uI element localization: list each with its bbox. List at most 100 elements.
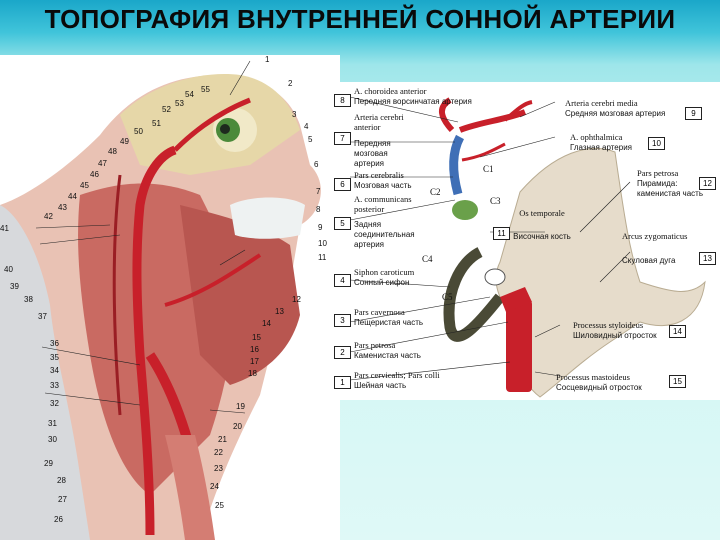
figure-number: 12 [292,295,301,304]
label-russian: Мозговая часть [354,181,412,190]
label-russian: Шиловидный отросток [573,331,657,340]
label-russian: Височная кость [513,232,571,241]
figure-number: 52 [162,105,171,114]
label-latin: Pars cerebralis [354,170,404,180]
figure-number: 36 [50,339,59,348]
label-latin: A. communicans posterior [354,194,412,214]
label-number-box: 8 [334,94,351,107]
figure-number: 17 [250,357,259,366]
figure-number: 32 [50,399,59,408]
figure-number: 54 [185,90,194,99]
segment-c4: C4 [422,254,433,264]
label-russian: Передняя мозговая артерия [354,139,391,168]
label-russian: Пещеристая часть [354,318,424,327]
label-latin: Arcus zygomaticus [622,231,688,241]
figure-number: 35 [50,353,59,362]
carotid-schema-drawing [349,96,706,398]
figure-number: 29 [44,459,53,468]
label-russian: Каменистая часть [354,351,421,360]
label-russian: Глазная артерия [570,143,632,152]
segment-c2: C2 [430,187,441,197]
figure-number: 9 [318,223,323,232]
figure-number: 46 [90,170,99,179]
figure-number: 20 [233,422,242,431]
head-neck-illustration: 1 2 3 4 5 6 7 8 9 10 11 12 13 14 15 16 1… [0,55,340,540]
figure-number: 48 [108,147,117,156]
figure-number: 21 [218,435,227,444]
label-number-box: 11 [493,227,510,240]
figure-number: 13 [275,307,284,316]
figure-number: 49 [120,137,129,146]
figure-number: 53 [175,99,184,108]
label-russian: Скуловая дуга [622,256,676,265]
label-latin: Pars cavernosa [354,307,405,317]
label-number-box: 9 [685,107,702,120]
label-russian: Задняя соединительная артерия [354,220,415,249]
label-latin: Pars cervicalis; Pars colli [354,370,440,380]
label-russian: Сосцевидный отросток [556,383,642,392]
figure-number: 39 [10,282,19,291]
head-neck-drawing [0,60,321,540]
segment-c5: C5 [442,292,453,302]
figure-number: 37 [38,312,47,321]
label-latin: Pars petrosa [637,168,679,178]
label-number-box: 5 [334,217,351,230]
figure-number: 45 [80,181,89,190]
label-number-box: 7 [334,132,351,145]
label-latin: Arteria cerebri media [565,98,638,108]
figure-number: 5 [308,135,313,144]
figure-number: 40 [4,265,13,274]
label-number-box: 15 [669,375,686,388]
figure-number: 31 [48,419,57,428]
segment-c3: C3 [490,196,501,206]
label-latin: Pars petrosa [354,340,396,350]
figure-number: 50 [134,127,143,136]
slide-title: ТОПОГРАФИЯ ВНУТРЕННЕЙ СОННОЙ АРТЕРИИ [44,4,676,34]
figure-number: 1 [265,55,270,64]
figure-number: 11 [318,253,327,262]
figure-number: 43 [58,203,67,212]
figure-number: 38 [24,295,33,304]
figure-number: 8 [316,205,321,214]
figure-number: 42 [44,212,53,221]
label-russian: Передняя ворсинчатая артерия [354,97,472,106]
figure-number: 33 [50,381,59,390]
figure-number: 24 [210,482,219,491]
label-number-box: 1 [334,376,351,389]
label-russian: Пирамида: каменистая часть [637,179,703,198]
label-number-box: 3 [334,314,351,327]
label-number-box: 2 [334,346,351,359]
label-number-box: 14 [669,325,686,338]
label-number-box: 6 [334,178,351,191]
label-latin: A. ophthalmica [570,132,623,142]
figure-number: 25 [215,501,224,510]
label-russian: Сонный сифон [354,278,410,287]
figure-number: 28 [57,476,66,485]
label-latin: Os temporale [519,208,565,218]
figure-number: 16 [250,345,259,354]
figure-number: 4 [304,122,309,131]
label-latin: Siphon caroticum [354,267,415,277]
label-number-box: 10 [648,137,665,150]
figure-number: 19 [236,402,245,411]
label-latin: A. choroidea anterior [354,86,427,96]
figure-number: 47 [98,159,107,168]
figure-number: 22 [214,448,223,457]
figure-number: 55 [201,85,210,94]
figure-number: 30 [48,435,57,444]
figure-number: 6 [314,160,319,169]
label-russian: Средняя мозговая артерия [565,109,666,118]
carotid-schema: C1 C2 C3 C4 C5 8 A. choroidea anterior П… [334,82,720,400]
figure-number: 3 [292,110,297,119]
figure-number: 14 [262,319,271,328]
figure-number: 2 [288,79,293,88]
label-number-box: 13 [699,252,716,265]
figure-number: 23 [214,464,223,473]
figure-number: 7 [316,187,321,196]
label-latin: Arteria cerebri anterior [354,112,404,132]
label-number-box: 4 [334,274,351,287]
figure-number: 26 [54,515,63,524]
label-number-box: 12 [699,177,716,190]
label-russian: Шейная часть [354,381,407,390]
figure-number: 34 [50,366,59,375]
